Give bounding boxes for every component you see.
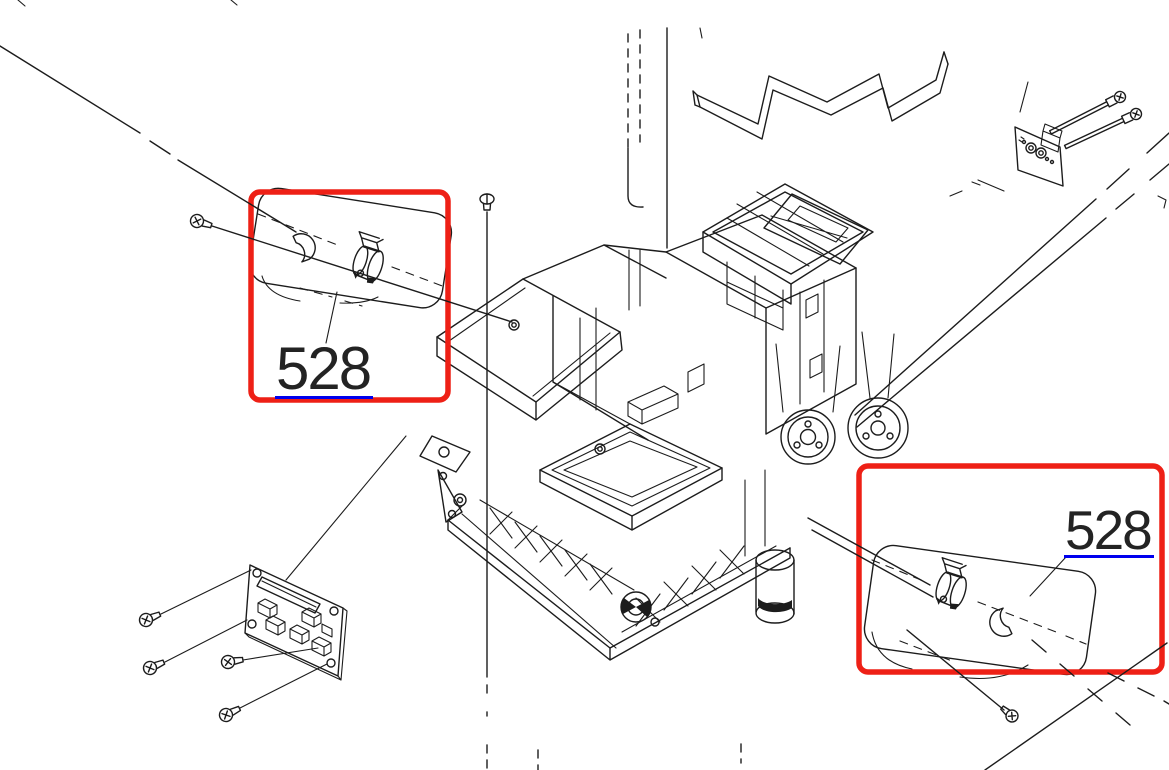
leader-line — [906, 629, 1005, 711]
screw-icon — [189, 213, 213, 229]
screw-icon — [220, 654, 244, 670]
mount-plate-left — [248, 187, 453, 309]
cable-clamp-right — [935, 557, 967, 610]
leader-line — [285, 435, 407, 581]
machine-screw-long-icon — [1048, 90, 1127, 135]
harness-line — [807, 517, 934, 598]
screw-icon — [1000, 705, 1019, 723]
main-circuit-board — [244, 564, 348, 681]
screw-icon — [218, 705, 242, 723]
leader-line — [211, 225, 513, 323]
guide-tube-lines — [627, 27, 668, 249]
cable-clip-right — [989, 607, 1013, 637]
screw-icon — [479, 193, 495, 211]
callout-label-528-left[interactable]: 528 — [275, 339, 374, 399]
callout-box-right — [856, 463, 1165, 675]
panel-circuit-board — [949, 81, 1167, 209]
screw-icon — [138, 611, 162, 628]
cable-clamp-left — [352, 231, 384, 284]
carriage-motor — [755, 549, 795, 624]
machine-screw-long-icon — [1063, 107, 1143, 150]
callout-box-left — [248, 189, 451, 403]
callout-leader-right — [1029, 556, 1067, 597]
flex-cable-guide — [692, 51, 949, 140]
carriage-frame — [702, 183, 874, 331]
printer-chassis — [419, 214, 857, 661]
callout-leader-left — [325, 291, 338, 344]
callout-label-528-right[interactable]: 528 — [1064, 502, 1154, 559]
idler-pulley — [847, 331, 909, 459]
screw-icon — [142, 659, 166, 676]
leader-line — [160, 569, 328, 709]
mount-plate-right — [863, 544, 1097, 680]
drive-pulley — [775, 343, 841, 465]
